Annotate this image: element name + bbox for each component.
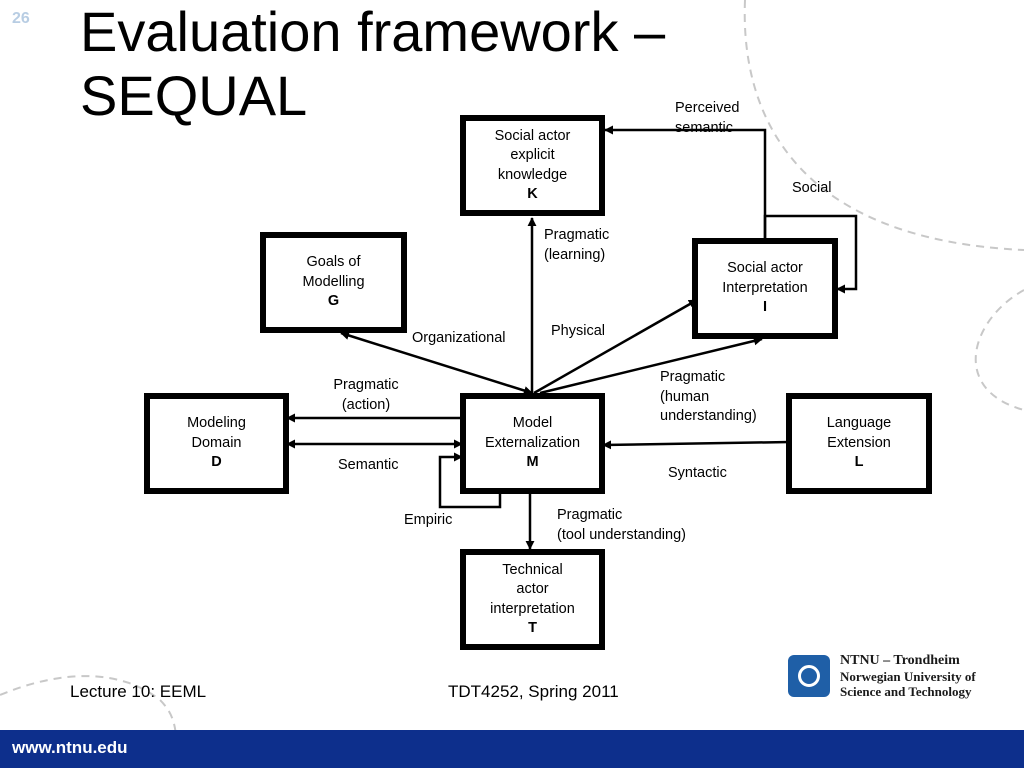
label-line: Perceived bbox=[675, 100, 740, 116]
slide-number: 26 bbox=[12, 10, 30, 27]
ntnu-line3: Science and Technology bbox=[840, 684, 972, 699]
label-line: Pragmatic bbox=[557, 507, 623, 523]
arrow-pragmatic-human bbox=[539, 336, 763, 395]
box-text-line: actor bbox=[516, 581, 549, 597]
loop-social bbox=[763, 214, 858, 294]
box-letter: M bbox=[526, 454, 539, 471]
box-text-line: Social actor bbox=[727, 260, 803, 277]
box-text-line: Interpretation bbox=[722, 279, 808, 296]
label-line: understanding) bbox=[660, 408, 757, 424]
arrow-physical bbox=[533, 298, 698, 395]
box-text-line: Externalization bbox=[484, 434, 581, 451]
arrow-perceived-semantic bbox=[604, 125, 767, 240]
box-letter: L bbox=[854, 454, 864, 471]
label-physical: Physical bbox=[551, 323, 605, 339]
box-goals-of-modelling: Goals of Modelling G bbox=[260, 232, 407, 333]
ntnu-logo-icon bbox=[788, 655, 830, 697]
box-text-line: Social actor bbox=[494, 127, 571, 144]
label-line: Pragmatic bbox=[333, 377, 399, 393]
label-line: Pragmatic bbox=[660, 369, 726, 385]
slide-title-line1: Evaluation framework – bbox=[80, 0, 666, 63]
box-text-line: Modeling bbox=[187, 415, 246, 432]
box-letter: D bbox=[211, 454, 222, 471]
box-text-line: interpretation bbox=[490, 600, 575, 617]
footer-url: www.ntnu.edu bbox=[12, 738, 128, 757]
label-pragmatic-tool: Pragmatic (tool understanding) bbox=[557, 506, 686, 545]
arrow-organizational bbox=[340, 331, 533, 395]
bottom-bar: www.ntnu.edu bbox=[0, 730, 1024, 768]
box-text-line: Technical bbox=[502, 561, 563, 578]
box-text-line: Goals of bbox=[306, 254, 361, 271]
box-technical-actor: Technical actor interpretation T bbox=[460, 549, 605, 650]
loop-empiric bbox=[438, 452, 502, 509]
label-pragmatic-action: Pragmatic (action) bbox=[326, 376, 406, 415]
label-line: (human bbox=[660, 388, 710, 405]
ntnu-logo-ring bbox=[798, 665, 820, 687]
box-text-line: Model bbox=[512, 415, 553, 432]
box-social-actor-knowledge: Social actor explicit knowledge K bbox=[460, 115, 605, 216]
box-letter: K bbox=[527, 186, 538, 202]
label-pragmatic-learning: Pragmatic (learning) bbox=[544, 226, 609, 265]
label-line: (tool understanding) bbox=[557, 526, 686, 543]
slide-title: Evaluation framework – SEQUAL bbox=[80, 0, 665, 128]
box-modeling-domain: Modeling Domain D bbox=[144, 393, 289, 494]
box-text-line: Modelling bbox=[302, 273, 365, 290]
label-line: (action) bbox=[341, 396, 391, 413]
box-letter: I bbox=[762, 299, 768, 316]
label-organizational: Organizational bbox=[412, 330, 506, 346]
label-semantic: Semantic bbox=[338, 457, 399, 473]
label-syntactic: Syntactic bbox=[668, 465, 727, 481]
ntnu-line1: NTNU – Trondheim bbox=[840, 653, 960, 668]
box-text-line: knowledge bbox=[497, 166, 568, 183]
box-language-extension: Language Extension L bbox=[786, 393, 932, 494]
box-text-line: explicit bbox=[510, 147, 555, 163]
box-text-line: Domain bbox=[191, 434, 242, 451]
label-line: (learning) bbox=[544, 246, 606, 263]
box-model-externalization: Model Externalization M bbox=[460, 393, 605, 494]
footer-course: TDT4252, Spring 2011 bbox=[448, 682, 619, 701]
arrow-syntactic bbox=[602, 440, 791, 450]
box-text-line: Extension bbox=[827, 434, 891, 451]
label-line: Pragmatic bbox=[544, 227, 610, 243]
slide-title-line2: SEQUAL bbox=[80, 64, 308, 127]
box-social-actor-interpretation: Social actor Interpretation I bbox=[692, 238, 838, 339]
label-line: semantic bbox=[675, 119, 734, 136]
box-letter: G bbox=[327, 293, 340, 310]
footer-lecture: Lecture 10: EEML bbox=[70, 682, 207, 701]
label-empiric: Empiric bbox=[404, 512, 453, 528]
ntnu-line2: Norwegian University of bbox=[840, 668, 976, 684]
label-perceived-semantic: Perceived semantic bbox=[675, 99, 739, 138]
label-pragmatic-human: Pragmatic (human understanding) bbox=[660, 368, 757, 427]
ntnu-wordmark: NTNU – Trondheim Norwegian University of… bbox=[840, 653, 976, 700]
box-text-line: Language bbox=[826, 415, 892, 432]
box-letter: T bbox=[528, 620, 537, 636]
label-social: Social bbox=[792, 180, 832, 196]
